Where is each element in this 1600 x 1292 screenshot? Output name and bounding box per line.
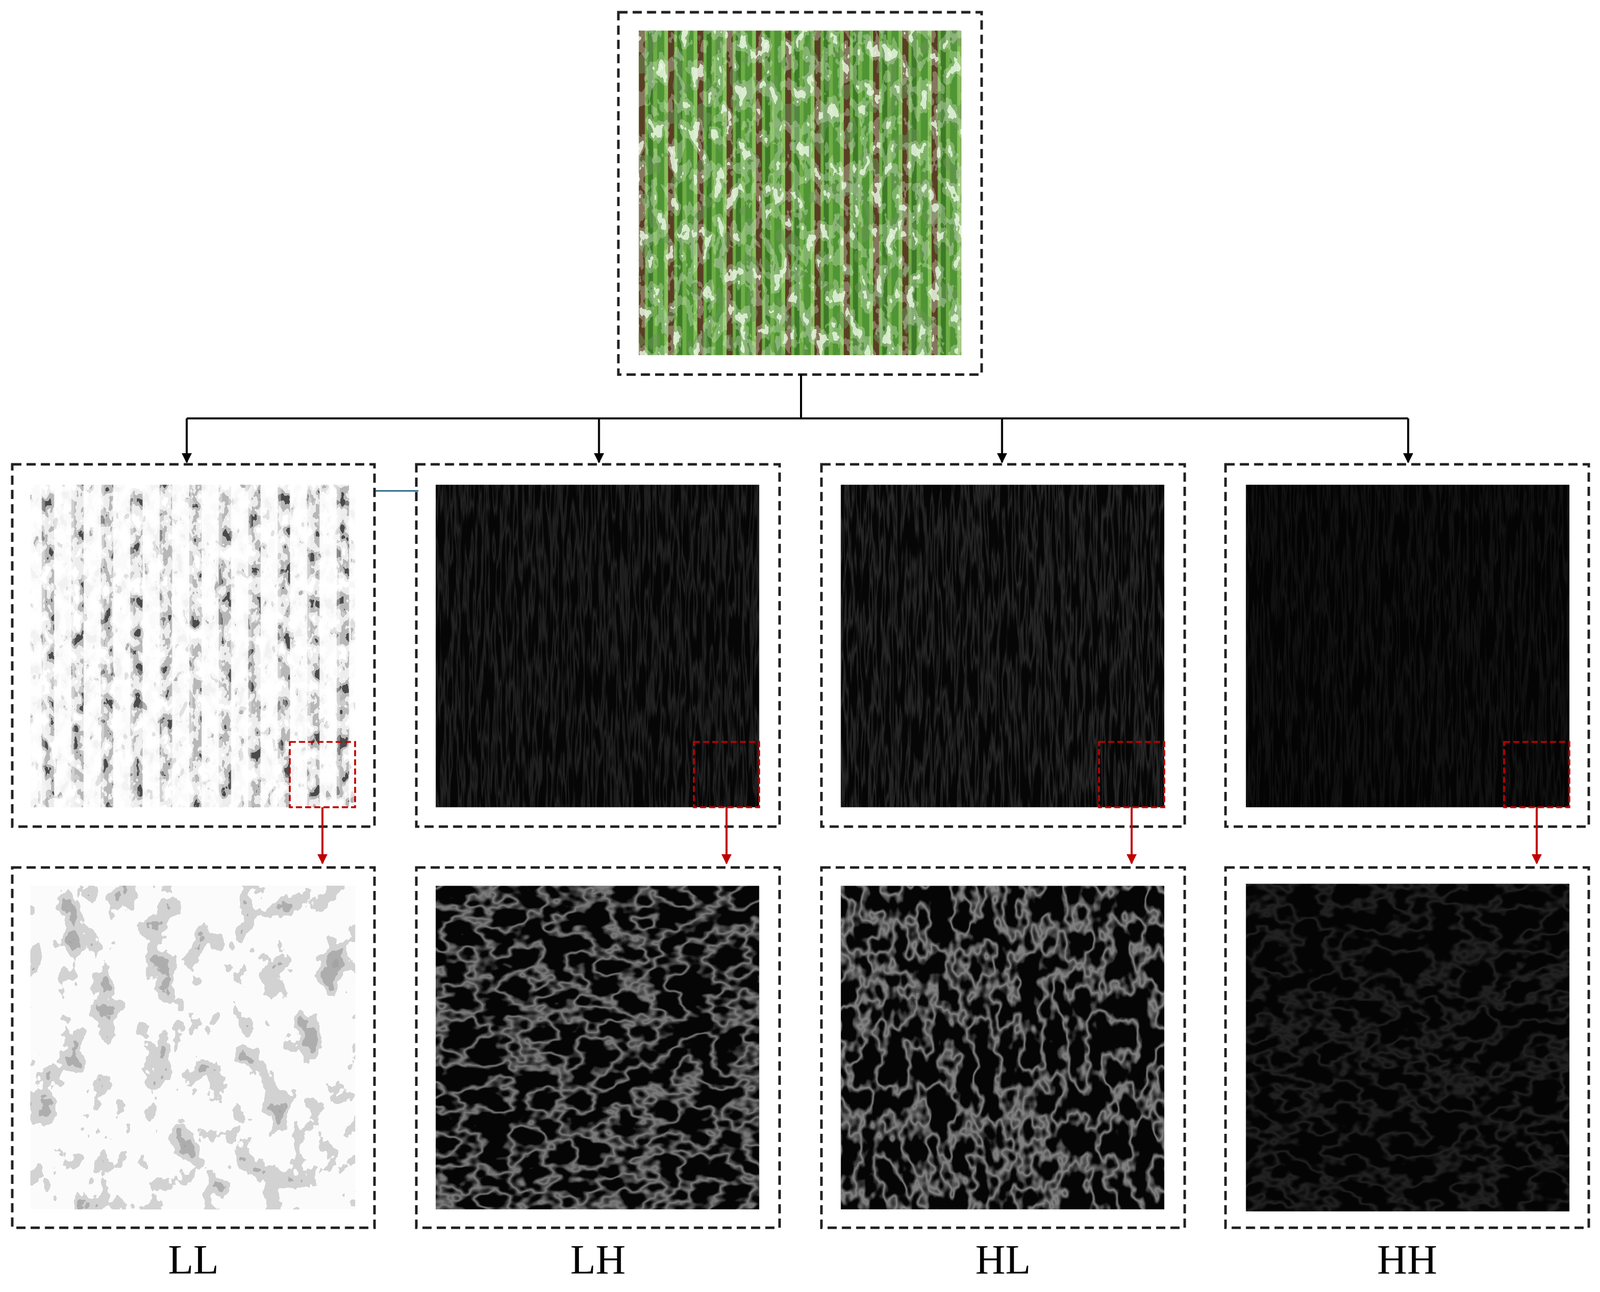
hh-image (1245, 484, 1570, 808)
subband-panel: LH (416, 867, 780, 1288)
stray-line (374, 490, 419, 492)
zoom-frames (12, 867, 1589, 1228)
field-texture (638, 30, 961, 355)
hh-zoom-image (1245, 883, 1570, 1212)
hl-zoom-texture (841, 885, 1165, 1210)
subband-label: LL (12, 1236, 375, 1283)
ll-texture (30, 484, 355, 808)
field-texture (638, 30, 961, 355)
ll-zoom-texture (30, 885, 355, 1210)
subband-panel: LL (12, 867, 375, 1288)
hh-texture (1245, 484, 1570, 808)
subband-panel: HL (821, 867, 1185, 1288)
subband-panel: HH (1225, 867, 1589, 1288)
hl-image (841, 484, 1165, 808)
branch-arrows (186, 374, 1409, 463)
lh-zoom-image (435, 885, 759, 1210)
hl-texture (841, 484, 1165, 808)
subband-label: LH (416, 1236, 780, 1283)
lh-image (435, 484, 759, 808)
lh-texture (435, 484, 759, 808)
lh-zoom-texture (435, 885, 759, 1210)
hl-zoom-image (841, 885, 1165, 1210)
ll-image (30, 484, 355, 808)
field-image (638, 30, 961, 355)
subband-label: HH (1225, 1236, 1589, 1283)
zoom-markers (289, 741, 1570, 808)
image-frame (618, 12, 982, 375)
hh-zoom-texture (1245, 883, 1570, 1212)
zoom-arrows (322, 807, 1537, 864)
ll-zoom-image (30, 885, 355, 1210)
ll-texture (30, 484, 355, 808)
subband-label: HL (821, 1236, 1185, 1283)
subband-frames (12, 464, 1589, 827)
